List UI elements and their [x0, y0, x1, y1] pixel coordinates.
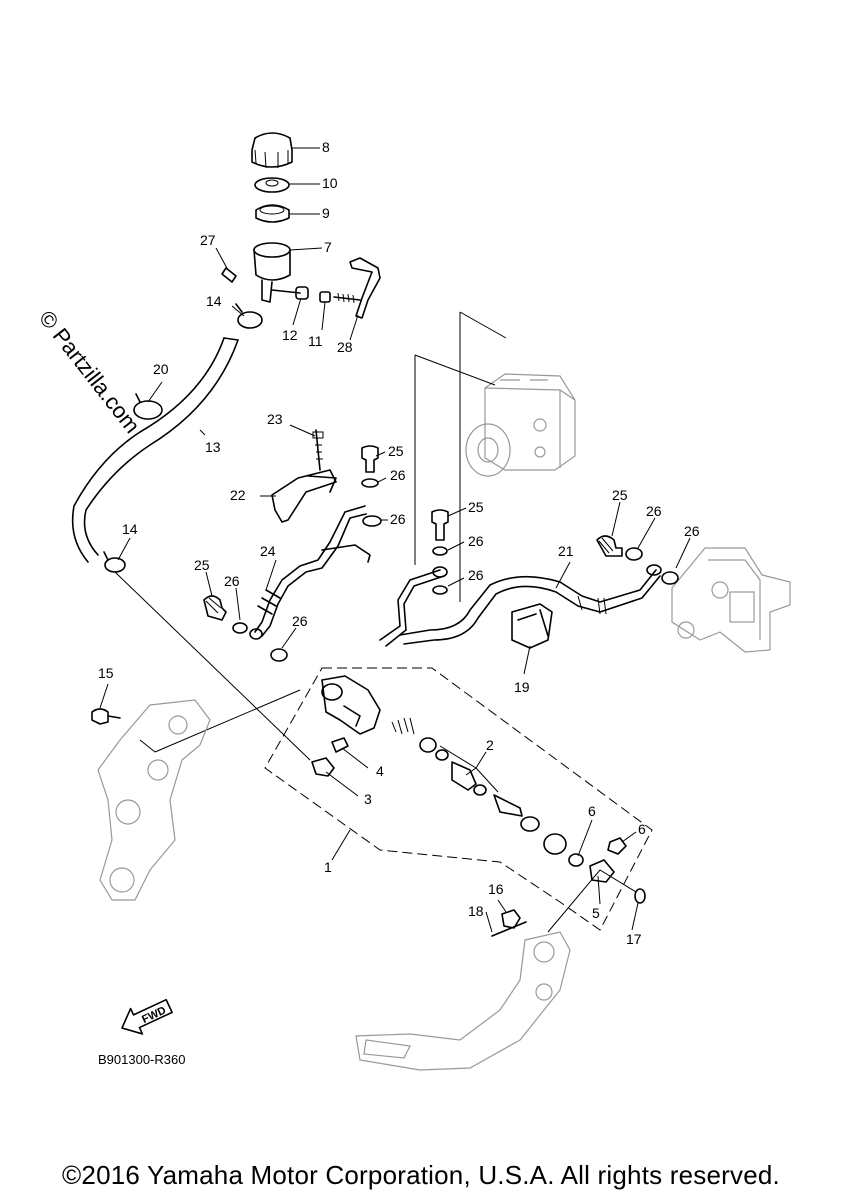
joint-3[interactable] [311, 757, 335, 777]
union-bolt-25-a[interactable] [361, 445, 379, 473]
callout-2: 2 [486, 737, 494, 753]
callout-25-b: 25 [468, 499, 484, 515]
leader-lines [99, 147, 691, 933]
callout-11: 11 [308, 333, 323, 349]
washer-26-a[interactable] [361, 478, 379, 488]
callout-25-a: 25 [388, 443, 404, 459]
callout-6-b: 6 [638, 821, 646, 837]
callout-5: 5 [592, 905, 600, 921]
abs-hydraulic-unit [465, 373, 576, 477]
hose-clip-20[interactable] [133, 393, 163, 420]
callout-8: 8 [322, 139, 330, 155]
bolt-28[interactable] [333, 292, 361, 304]
callout-18: 18 [468, 903, 484, 919]
union-bolt-25-d[interactable] [203, 595, 227, 621]
callout-26-c: 26 [468, 533, 484, 549]
callout-25-c: 25 [612, 487, 628, 503]
bracket-22[interactable] [271, 469, 337, 523]
washer-26-f[interactable] [661, 571, 679, 585]
collar-11[interactable] [319, 291, 331, 303]
callout-3: 3 [364, 791, 372, 807]
callout-28: 28 [337, 339, 353, 355]
pin-18[interactable] [491, 921, 527, 937]
callout-26-e: 26 [646, 503, 662, 519]
footrest-bracket-ghost [97, 699, 211, 901]
assembly-group-1-outline [264, 667, 653, 931]
callout-6-a: 6 [588, 803, 596, 819]
callout-22: 22 [230, 487, 246, 503]
hose-clamp-19[interactable] [511, 603, 553, 649]
reservoir-tank-7[interactable] [253, 242, 301, 303]
callout-24: 24 [260, 543, 276, 559]
reservoir-bracket [349, 257, 381, 319]
nut-6-b[interactable] [607, 837, 627, 855]
pin-16[interactable] [501, 909, 521, 929]
brake-pipe-24[interactable] [249, 505, 371, 640]
cotter-pin-17[interactable] [634, 888, 646, 904]
callout-26-a: 26 [390, 467, 406, 483]
callout-14-upper: 14 [206, 293, 222, 309]
fwd-label: FWD [140, 1004, 168, 1025]
union-bolt-25-b[interactable] [431, 509, 449, 541]
callout-14-lower: 14 [122, 521, 138, 537]
callout-21: 21 [558, 543, 574, 559]
fwd-arrow: FWD [121, 998, 173, 1035]
washer-26-c[interactable] [432, 546, 448, 556]
master-cylinder-body[interactable] [321, 675, 381, 735]
washer-26-d[interactable] [432, 585, 448, 595]
callout-12: 12 [282, 327, 298, 343]
washer-26-g[interactable] [232, 622, 248, 634]
bolt-15[interactable] [91, 708, 121, 725]
hose-13[interactable] [71, 337, 239, 563]
callout-26-g: 26 [224, 573, 240, 589]
callout-20: 20 [153, 361, 169, 377]
rod-end-5[interactable] [589, 859, 615, 883]
watermark-text: © Partzilla.com [34, 306, 145, 438]
callout-26-d: 26 [468, 567, 484, 583]
callout-26-b: 26 [390, 511, 406, 527]
rear-caliper-ghost [671, 547, 791, 653]
brake-pedal-ghost [355, 931, 571, 1071]
callout-4: 4 [376, 763, 384, 779]
callout-23: 23 [267, 411, 283, 427]
screw-27[interactable] [221, 267, 237, 283]
callout-25-d: 25 [194, 557, 210, 573]
hose-clip-14-lower[interactable] [103, 551, 126, 573]
callout-15: 15 [98, 665, 114, 681]
clevis-4[interactable] [331, 737, 349, 753]
brake-hose-21[interactable] [379, 564, 662, 647]
hose-clip-14-upper[interactable] [235, 303, 263, 329]
washer-26-b[interactable] [362, 515, 382, 527]
callout-16: 16 [488, 881, 504, 897]
reservoir-cap-8[interactable] [251, 132, 293, 169]
washer-26-h[interactable] [270, 648, 288, 662]
copyright-footer: ©2016 Yamaha Motor Corporation, U.S.A. A… [62, 1160, 780, 1190]
callout-10: 10 [322, 175, 338, 191]
union-bolt-25-c[interactable] [596, 535, 623, 557]
callout-26-h: 26 [292, 613, 308, 629]
washer-26-e[interactable] [625, 547, 643, 561]
nut-6-a[interactable] [568, 853, 584, 867]
callout-17: 17 [626, 931, 642, 947]
callout-7: 7 [324, 239, 332, 255]
diaphragm-9[interactable] [255, 204, 290, 223]
callout-1: 1 [324, 859, 332, 875]
callout-13: 13 [205, 439, 221, 455]
callout-labels: 8 10 9 7 27 14 12 11 28 20 13 23 25 26 2… [98, 139, 700, 947]
callout-27: 27 [200, 232, 216, 248]
bushing-12[interactable] [295, 286, 309, 300]
diaphragm-plate-10[interactable] [254, 177, 290, 193]
piston-kit-2[interactable] [391, 717, 567, 855]
callout-9: 9 [322, 205, 330, 221]
diagram-reference-code: B901300-R360 [98, 1052, 185, 1067]
bolt-23[interactable] [312, 429, 324, 471]
callout-26-f: 26 [684, 523, 700, 539]
callout-19: 19 [514, 679, 530, 695]
